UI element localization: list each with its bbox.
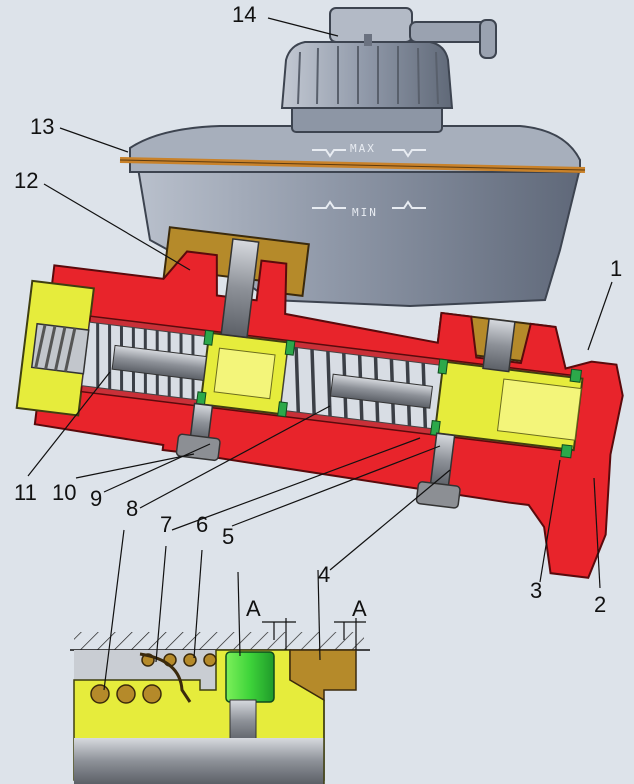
seals [195,329,583,459]
max-mark: MAX [312,142,426,158]
middle-rod [329,373,433,409]
cap-vent-tube [409,21,491,43]
cylinder-assembly [15,226,624,579]
right-port-pin [482,317,516,373]
callout-11: 11 [14,480,37,505]
leader-lines [27,17,613,589]
callout-12: 12 [14,168,38,193]
section-mark-right: A [352,596,367,621]
min-label: MIN [352,206,378,219]
callout-3: 3 [530,578,542,603]
detail-rod [74,738,324,784]
left-port-pin [220,238,260,339]
callout-10: 10 [52,480,76,505]
section-mark-left: A [246,596,261,621]
callout-6: 6 [196,512,208,537]
max-label: MAX [350,142,376,155]
callout-7: 7 [160,512,172,537]
callout-9: 9 [90,486,102,511]
callout-13: 13 [30,114,54,139]
callout-labels: 14 13 12 1 2 3 4 5 6 7 8 9 10 11 [14,2,622,617]
callout-14: 14 [232,2,256,27]
hatched-wall [74,632,364,650]
detail-spring [90,653,217,704]
callout-1: 1 [610,256,622,281]
rear-rod [111,344,207,381]
callout-5: 5 [222,524,234,549]
min-mark: MIN [312,200,426,219]
detail-inset: A A [70,529,370,784]
callout-8: 8 [126,496,138,521]
callout-4: 4 [318,562,330,587]
callout-2: 2 [594,592,606,617]
reservoir-cap [280,41,454,109]
detail-valve [225,651,275,703]
